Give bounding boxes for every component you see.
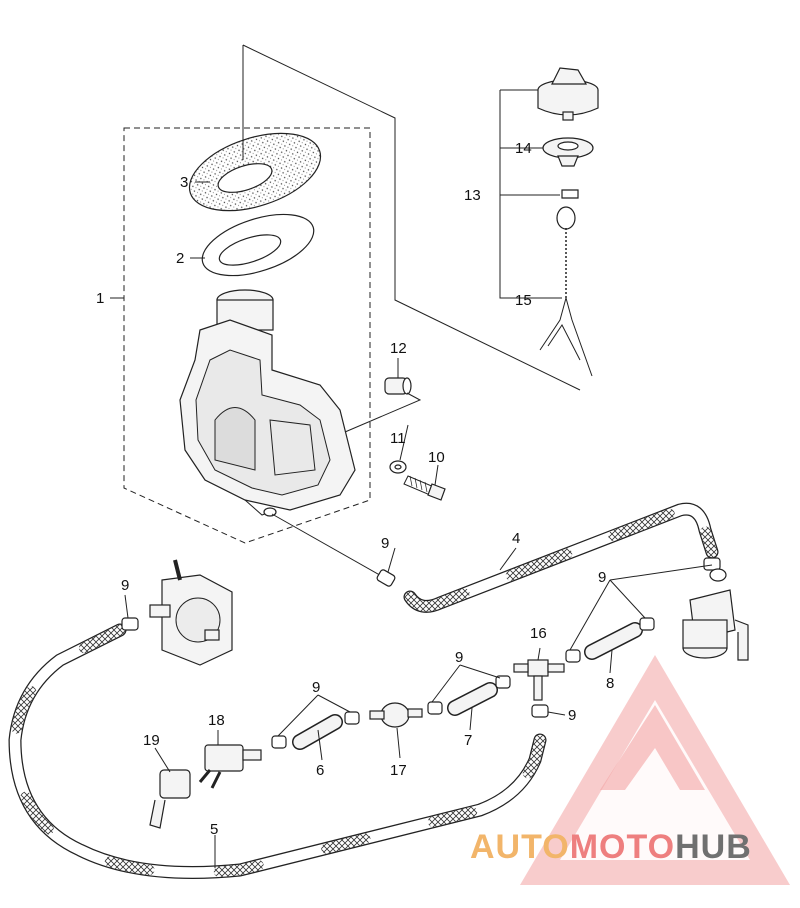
hose-clip (121, 617, 139, 631)
fuel-tank (179, 289, 356, 517)
callout-9-hose7: 9 (455, 649, 463, 666)
callout-3: 3 (180, 174, 188, 191)
fuel-pump (149, 559, 233, 666)
hose-clip (376, 569, 396, 587)
key-switch (149, 769, 191, 829)
assembly-group-box (123, 127, 371, 544)
watermark-auto: AUTO (470, 828, 570, 866)
watermark-logo (520, 655, 790, 885)
hose-clip (639, 617, 655, 631)
hose-clip (531, 704, 549, 718)
callout-7: 7 (464, 732, 472, 749)
fuel-solenoid (198, 744, 262, 789)
callout-11: 11 (390, 430, 406, 447)
watermark-text: AUTOMOTOHUB (470, 828, 752, 866)
fuel-hose-upper (271, 502, 719, 613)
callout-19: 19 (143, 732, 160, 749)
hose-8 (584, 622, 643, 660)
callout-14: 14 (515, 140, 532, 157)
callout-16: 16 (530, 625, 547, 642)
callout-18: 18 (208, 712, 225, 729)
foam-gasket (188, 132, 322, 212)
callout-9-filter: 9 (598, 569, 606, 586)
callout-6: 6 (316, 762, 324, 779)
watermark-hub: HUB (675, 828, 752, 866)
callout-12: 12 (390, 340, 407, 357)
callout-17: 17 (390, 762, 407, 779)
tee-fitting (513, 659, 565, 701)
hose-clip (565, 649, 581, 663)
leader-lines (110, 181, 713, 868)
callout-8: 8 (606, 675, 614, 692)
callout-13: 13 (464, 187, 481, 204)
fuel-hose-lower (8, 623, 547, 879)
grommet (344, 377, 422, 433)
bolt (403, 475, 446, 501)
callout-9-tee: 9 (568, 707, 576, 724)
hose-clip (344, 711, 360, 725)
callout-9-hose4: 9 (381, 535, 389, 552)
hose-clip (427, 701, 443, 715)
callout-10: 10 (428, 449, 445, 466)
hose-7 (447, 682, 498, 716)
callout-labels: 1 2 3 4 5 6 7 8 9 9 9 9 9 9 10 11 12 13 … (96, 140, 614, 838)
fuel-cap-group (499, 67, 599, 377)
callout-15: 15 (515, 292, 532, 309)
fuel-filter (682, 568, 749, 661)
callout-2: 2 (176, 250, 184, 267)
callout-1: 1 (96, 290, 104, 307)
hose-6 (292, 714, 343, 750)
callout-9-hose6: 9 (312, 679, 320, 696)
hose-clip (271, 735, 287, 749)
callout-9-pump: 9 (121, 577, 129, 594)
callout-5: 5 (210, 821, 218, 838)
callout-4: 4 (512, 530, 520, 547)
rubber-gasket (201, 213, 315, 277)
hose-clip (703, 557, 721, 571)
inline-filter (369, 702, 423, 728)
hose-clip (495, 675, 511, 689)
watermark-moto: MOTO (570, 828, 675, 866)
